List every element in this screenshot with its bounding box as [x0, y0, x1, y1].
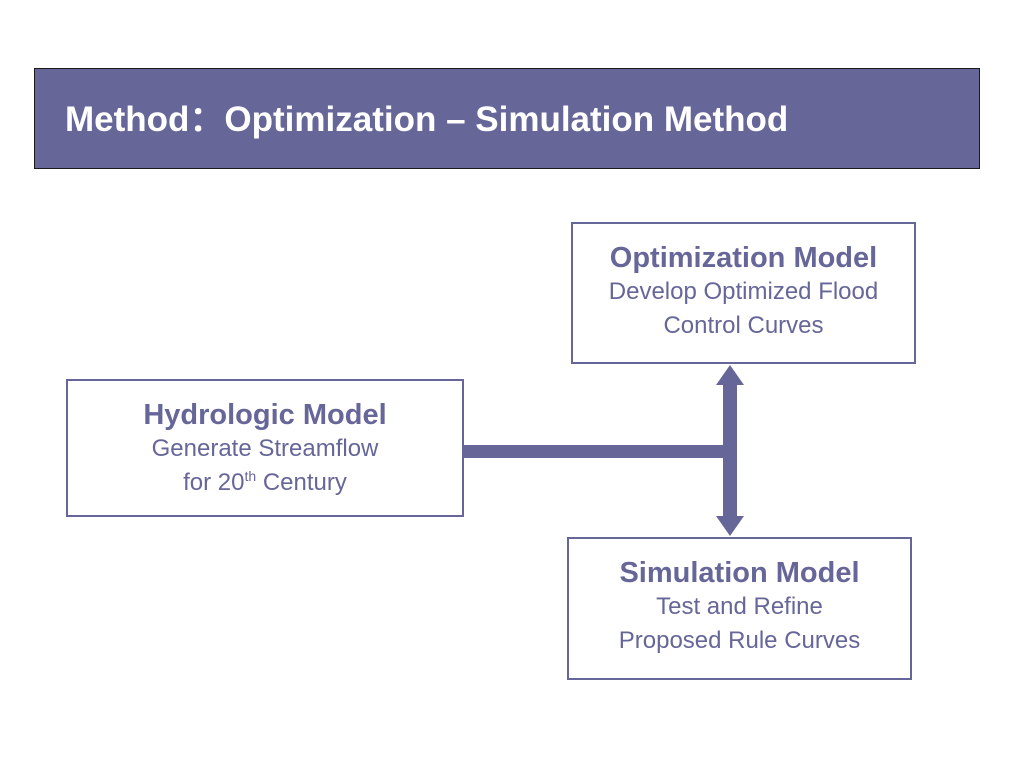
century-ordinal: th: [244, 468, 257, 484]
optimization-model-desc-line1: Develop Optimized Flood: [608, 278, 879, 305]
simulation-model-box: Simulation Model Test and Refine Propose…: [567, 537, 912, 680]
arrow-down-icon: [716, 516, 744, 536]
century-suffix: Century: [256, 469, 347, 496]
century-prefix: for 20: [183, 469, 245, 496]
hydrologic-model-desc-line2: for 20th Century: [68, 466, 462, 500]
hydrologic-model-desc-line1: Generate Streamflow: [151, 435, 379, 462]
vertical-connector-shaft: [723, 384, 737, 517]
simulation-model-desc-line2: Proposed Rule Curves: [618, 627, 861, 654]
arrow-up-icon: [716, 365, 744, 385]
simulation-model-desc-line1: Test and Refine: [656, 593, 823, 620]
optimization-model-title: Optimization Model: [609, 242, 878, 274]
optimization-model-box: Optimization Model Develop Optimized Flo…: [571, 222, 916, 364]
hydrologic-model-box: Hydrologic Model Generate Streamflow for…: [66, 379, 464, 517]
title-bar: Method：Optimization – Simulation Method: [34, 68, 980, 169]
optimization-model-desc-line2: Control Curves: [663, 312, 824, 339]
horizontal-connector: [464, 445, 736, 458]
hydrologic-model-title: Hydrologic Model: [143, 399, 387, 431]
slide-title: Method：Optimization – Simulation Method: [65, 100, 789, 139]
simulation-model-title: Simulation Model: [619, 557, 860, 589]
